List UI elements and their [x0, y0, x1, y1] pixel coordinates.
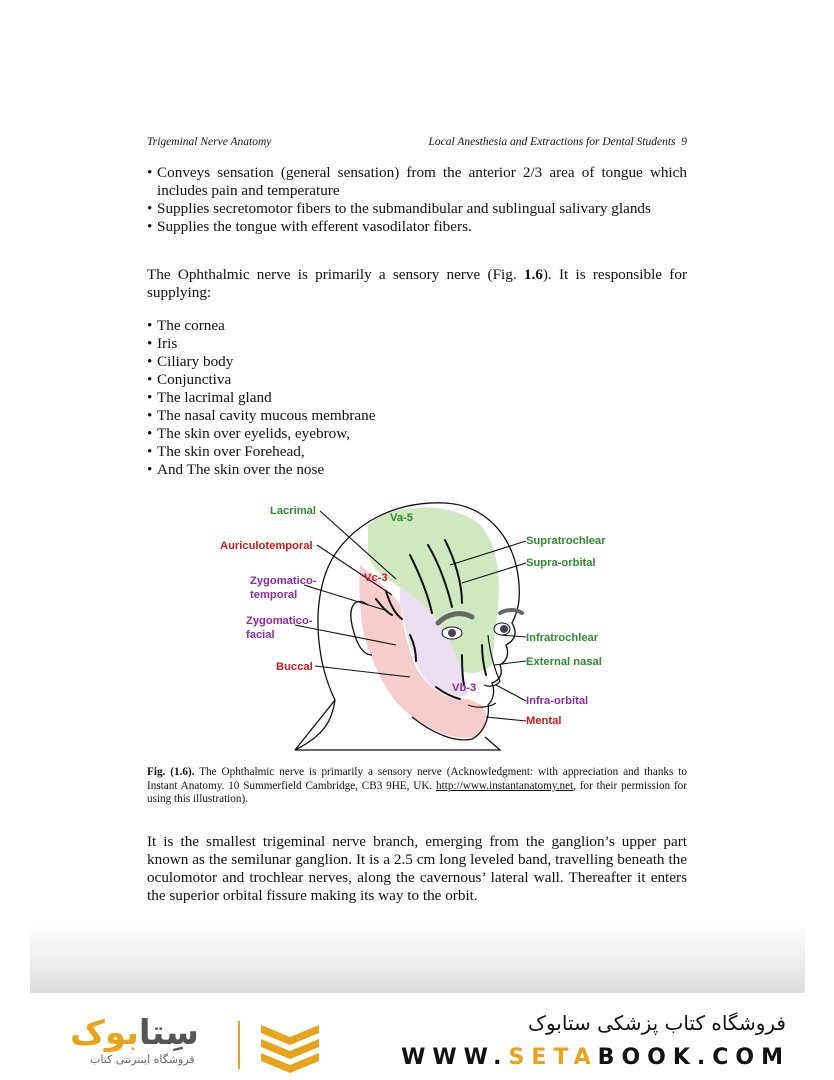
- label-vc3: Vc-3: [364, 572, 388, 584]
- list-item: The skin over eyelids, eyebrow,: [147, 425, 687, 443]
- store-url[interactable]: WWW.SETABOOK.COM: [401, 1045, 790, 1070]
- smallest-branch-paragraph: It is the smallest trigeminal nerve bran…: [147, 833, 687, 905]
- list-item: Supplies secretomotor fibers to the subm…: [147, 200, 687, 218]
- label-buccal: Buccal: [276, 661, 313, 673]
- label-lacrimal: Lacrimal: [270, 505, 317, 517]
- label-zygomatico-temporal: Zygomatico-temporal: [250, 574, 317, 602]
- head-outline: [294, 502, 520, 751]
- list-item: Ciliary body: [147, 353, 687, 371]
- list-item: The lacrimal gland: [147, 389, 687, 407]
- list-item: The cornea: [147, 317, 687, 335]
- footer-fade-band: [30, 925, 805, 993]
- mouth: [467, 702, 497, 708]
- trigeminal-head-figure: Lacrimal Va-5 Auriculotemporal Vc-3 Zygo…: [200, 495, 640, 755]
- list-item: Supplies the tongue with efferent vasodi…: [147, 218, 687, 236]
- label-vb3: Vb-3: [452, 682, 477, 694]
- header-chapter-title: Trigeminal Nerve Anatomy: [147, 136, 272, 148]
- logo-text-b: بوک: [70, 1013, 139, 1053]
- list-item: Conjunctiva: [147, 371, 687, 389]
- list-item: Conveys sensation (general sensation) fr…: [147, 164, 687, 200]
- logo-wordmark: سِتابوک: [70, 1013, 199, 1053]
- ophthalmic-region: [368, 507, 499, 673]
- maxillary-region: [400, 587, 468, 697]
- figure-reference: 1.6: [523, 266, 543, 283]
- paragraph-text: The Ophthalmic nerve is primarily a sens…: [147, 266, 524, 283]
- nerve-branches: [375, 539, 487, 700]
- label-supra-orbital: Supra-orbital: [526, 557, 596, 569]
- list-item: And The skin over the nose: [147, 461, 687, 479]
- list-item: The skin over Forehead,: [147, 443, 687, 461]
- supply-bullet-list: The cornea Iris Ciliary body Conjunctiva…: [147, 317, 687, 479]
- running-header: Trigeminal Nerve Anatomy Local Anesthesi…: [147, 136, 687, 152]
- label-infratrochlear: Infratrochlear: [526, 632, 599, 644]
- label-leaders: [294, 510, 527, 722]
- caption-text: The Ophthalmic nerve is primarily a sens…: [147, 766, 687, 792]
- header-book-title: Local Anesthesia and Extractions for Den…: [428, 136, 687, 148]
- label-line: temporal: [250, 589, 298, 601]
- neck-outline: [294, 699, 502, 751]
- label-line: Zygomatico-: [250, 575, 317, 587]
- list-item: Iris: [147, 335, 687, 353]
- tongue-bullet-list: Conveys sensation (general sensation) fr…: [147, 164, 687, 236]
- url-part: BOOK.COM: [597, 1045, 790, 1070]
- label-external-nasal: External nasal: [526, 656, 602, 668]
- caption-label: Fig. (1.6).: [147, 766, 195, 778]
- label-line: Zygomatico-: [246, 615, 313, 627]
- figure-caption: Fig. (1.6). The Ophthalmic nerve is prim…: [147, 766, 687, 807]
- nose: [483, 634, 501, 687]
- publisher-footer: سِتابوک فروشگاه اینترنتی کتاب فروشگاه کت…: [0, 993, 834, 1080]
- header-book-name: Local Anesthesia and Extractions for Den…: [428, 136, 676, 148]
- url-part: WWW.: [401, 1045, 509, 1070]
- head-illustration: [294, 502, 527, 751]
- eyebrow-left: [435, 611, 475, 626]
- url-part-highlight: SETA: [508, 1045, 598, 1070]
- paragraph-text: ). It is responsible for supplying:: [147, 266, 688, 301]
- list-item: The nasal cavity mucous membrane: [147, 407, 687, 425]
- label-line: facial: [246, 629, 275, 641]
- label-zygomatico-facial: Zygomatico-facial: [246, 614, 313, 642]
- page-number: 9: [681, 136, 687, 148]
- logo-text-a: سِتا: [138, 1013, 199, 1053]
- ophthalmic-paragraph: The Ophthalmic nerve is primarily a sens…: [147, 266, 687, 302]
- logo-subtitle: فروشگاه اینترنتی کتاب: [90, 1053, 195, 1066]
- setabook-logo: سِتابوک فروشگاه اینترنتی کتاب: [70, 1013, 330, 1073]
- label-auriculotemporal: Auriculotemporal: [220, 540, 313, 552]
- store-name: فروشگاه کتاب پزشکی ستابوک: [528, 1011, 786, 1035]
- label-infra-orbital: Infra-orbital: [526, 695, 589, 707]
- label-mental: Mental: [526, 715, 562, 727]
- label-supratrochlear: Supratrochlear: [526, 535, 606, 547]
- book-stack-icon: [261, 1025, 319, 1073]
- caption-text-end: , for their permission for using this il…: [147, 779, 687, 806]
- caption-link[interactable]: http://www.instantanatomy.net: [436, 779, 574, 792]
- logo-divider: [238, 1021, 240, 1069]
- paragraph-text: It is the smallest trigeminal nerve bran…: [147, 833, 687, 904]
- label-va5: Va-5: [390, 512, 414, 524]
- mandibular-region: [359, 565, 486, 738]
- eyebrow-right: [498, 608, 524, 615]
